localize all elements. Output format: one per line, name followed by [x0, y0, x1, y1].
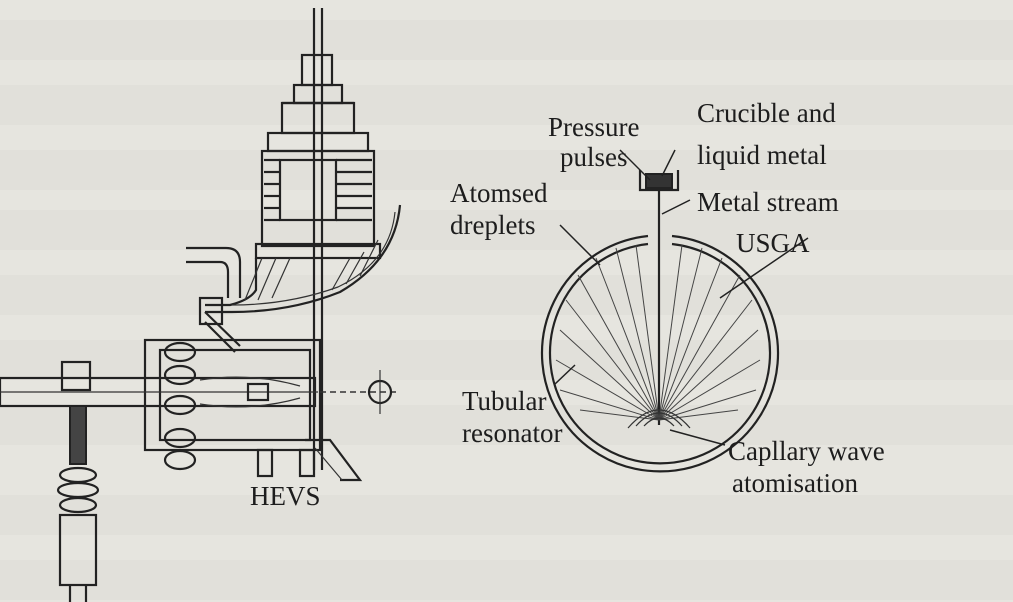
crucible: [645, 173, 673, 189]
crucible-label: Crucible and: [697, 98, 836, 128]
usga-schematic: Pressure pulses Crucible and liquid meta…: [450, 98, 885, 498]
atomised-droplets-label: Atomsed: [450, 178, 548, 208]
capillary-wave-label: Capllary wave: [728, 436, 885, 466]
capillary-wave-label-line2: atomisation: [732, 468, 858, 498]
droplet-rays: [555, 244, 761, 421]
atomised-droplets-label-line2: dreplets: [450, 210, 535, 240]
hatching: [244, 239, 379, 301]
metal-stream-label: Metal stream: [697, 187, 839, 217]
pressure-pulses-label: Pressure: [548, 112, 639, 142]
tubular-resonator-label: Tubular: [462, 386, 547, 416]
hevs-apparatus: HEVS: [0, 8, 402, 602]
pressure-pulses-label-line2: pulses: [560, 142, 628, 172]
capillary-wave: [627, 409, 691, 429]
tubular-resonator: [540, 234, 780, 473]
crucible-label-line2: liquid metal: [697, 140, 827, 170]
hevs-label: HEVS: [250, 481, 321, 511]
tubular-resonator-label-line2: resonator: [462, 418, 562, 448]
leader-lines: [554, 149, 809, 446]
usga-label: USGA: [736, 228, 810, 258]
coil: [264, 158, 372, 222]
